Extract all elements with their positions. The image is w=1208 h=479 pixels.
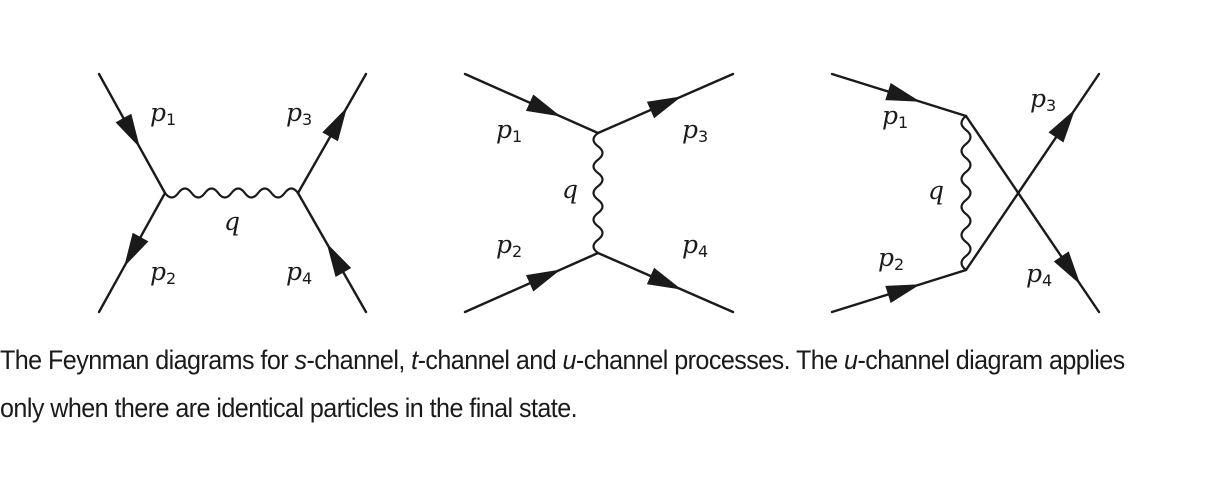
s-label-p2: p2 — [150, 257, 176, 288]
s-label-p4-subscript: 4 — [302, 269, 312, 288]
caption-line-1: The Feynman diagrams for s-channel, t-ch… — [0, 345, 1125, 375]
u-label-p2-subscript: 2 — [894, 255, 904, 274]
s-label-p1-subscript: 1 — [166, 110, 176, 129]
t-propagator-q — [592, 132, 604, 254]
t-arrow-p2 — [526, 269, 561, 292]
t-label-p3-subscript: 3 — [698, 127, 708, 146]
s-label-p2-subscript: 2 — [166, 269, 176, 288]
u-propagator-q — [960, 115, 972, 271]
s-label-p3-subscript: 3 — [302, 110, 312, 129]
s-arrow-p1 — [115, 113, 140, 148]
s-label-p4: p4 — [286, 257, 312, 288]
t-label-p3: p3 — [682, 115, 708, 146]
caption-line-2: only when there are identical particles … — [0, 393, 578, 423]
t-label-p2: p2 — [496, 230, 522, 261]
u-label-p3-subscript: 3 — [1046, 96, 1056, 115]
u-label-p1: p1 — [882, 101, 908, 132]
u-label-q: q — [928, 176, 944, 205]
u-arrow-p3 — [1048, 109, 1076, 143]
u-arrow-p2 — [885, 284, 921, 303]
u-label-p1-subscript: 1 — [898, 113, 908, 132]
s-label-p3: p3 — [286, 98, 312, 129]
t-label-p4: p4 — [682, 230, 708, 261]
s-arrow-p4 — [326, 243, 352, 277]
s-label-p1: p1 — [150, 98, 176, 129]
s-propagator-q — [164, 187, 299, 199]
u-line-p3 — [964, 72, 1101, 272]
t-arrow-p1 — [526, 94, 561, 117]
u-arrow-p4 — [1053, 251, 1081, 285]
u-label-p2: p2 — [878, 243, 904, 274]
t-label-p4-subscript: 4 — [698, 242, 708, 261]
u-label-p3: p3 — [1030, 84, 1056, 115]
s-arrow-p3 — [322, 107, 347, 142]
t-arrow-p4 — [646, 267, 682, 290]
t-arrow-p3 — [646, 96, 682, 119]
t-label-p1: p1 — [496, 115, 522, 146]
s-label-q: q — [224, 207, 240, 236]
figure-caption: The Feynman diagrams for s-channel, t-ch… — [0, 336, 1125, 432]
s-arrow-p2 — [124, 232, 149, 267]
t-label-q: q — [562, 175, 578, 204]
t-label-p1-subscript: 1 — [512, 127, 522, 146]
feynman-diagrams: p1 p3 p2 p4 q p1 p3 p2 p4 q p1 p3 p2 p4 q — [97, 72, 1101, 314]
t-label-p2-subscript: 2 — [512, 242, 522, 261]
u-arrow-p1 — [885, 83, 921, 102]
u-label-p4: p4 — [1026, 259, 1052, 290]
u-label-p4-subscript: 4 — [1042, 271, 1052, 290]
